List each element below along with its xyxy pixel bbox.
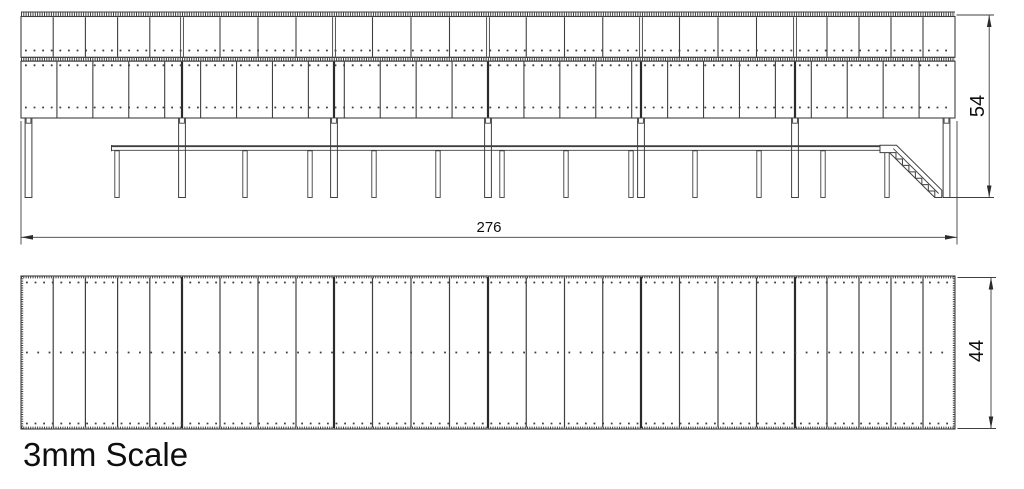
bench-legs (114, 150, 890, 198)
roof-rivet-rows (26, 281, 950, 425)
canopy-height-dimension-label: 54 (967, 95, 989, 117)
length-dimension (20, 121, 958, 245)
platform-bench (111, 145, 888, 152)
dimension-lines (20, 14, 996, 429)
scale-label: 3mm Scale (23, 436, 188, 473)
gutter-line (21, 56, 955, 62)
canopy-height-dimension (950, 14, 994, 198)
access-stairs (879, 144, 943, 198)
wall-panels (20, 60, 956, 119)
roof-plan-view (20, 275, 956, 430)
support-posts (24, 117, 951, 198)
side-elevation-view (20, 11, 956, 198)
roof-width-dimension-label: 44 (966, 340, 988, 362)
fascia-panels (20, 15, 956, 58)
corrugated-roof-edge (21, 11, 955, 17)
roof-width-dimension (957, 277, 996, 429)
length-dimension-label: 276 (476, 219, 501, 236)
